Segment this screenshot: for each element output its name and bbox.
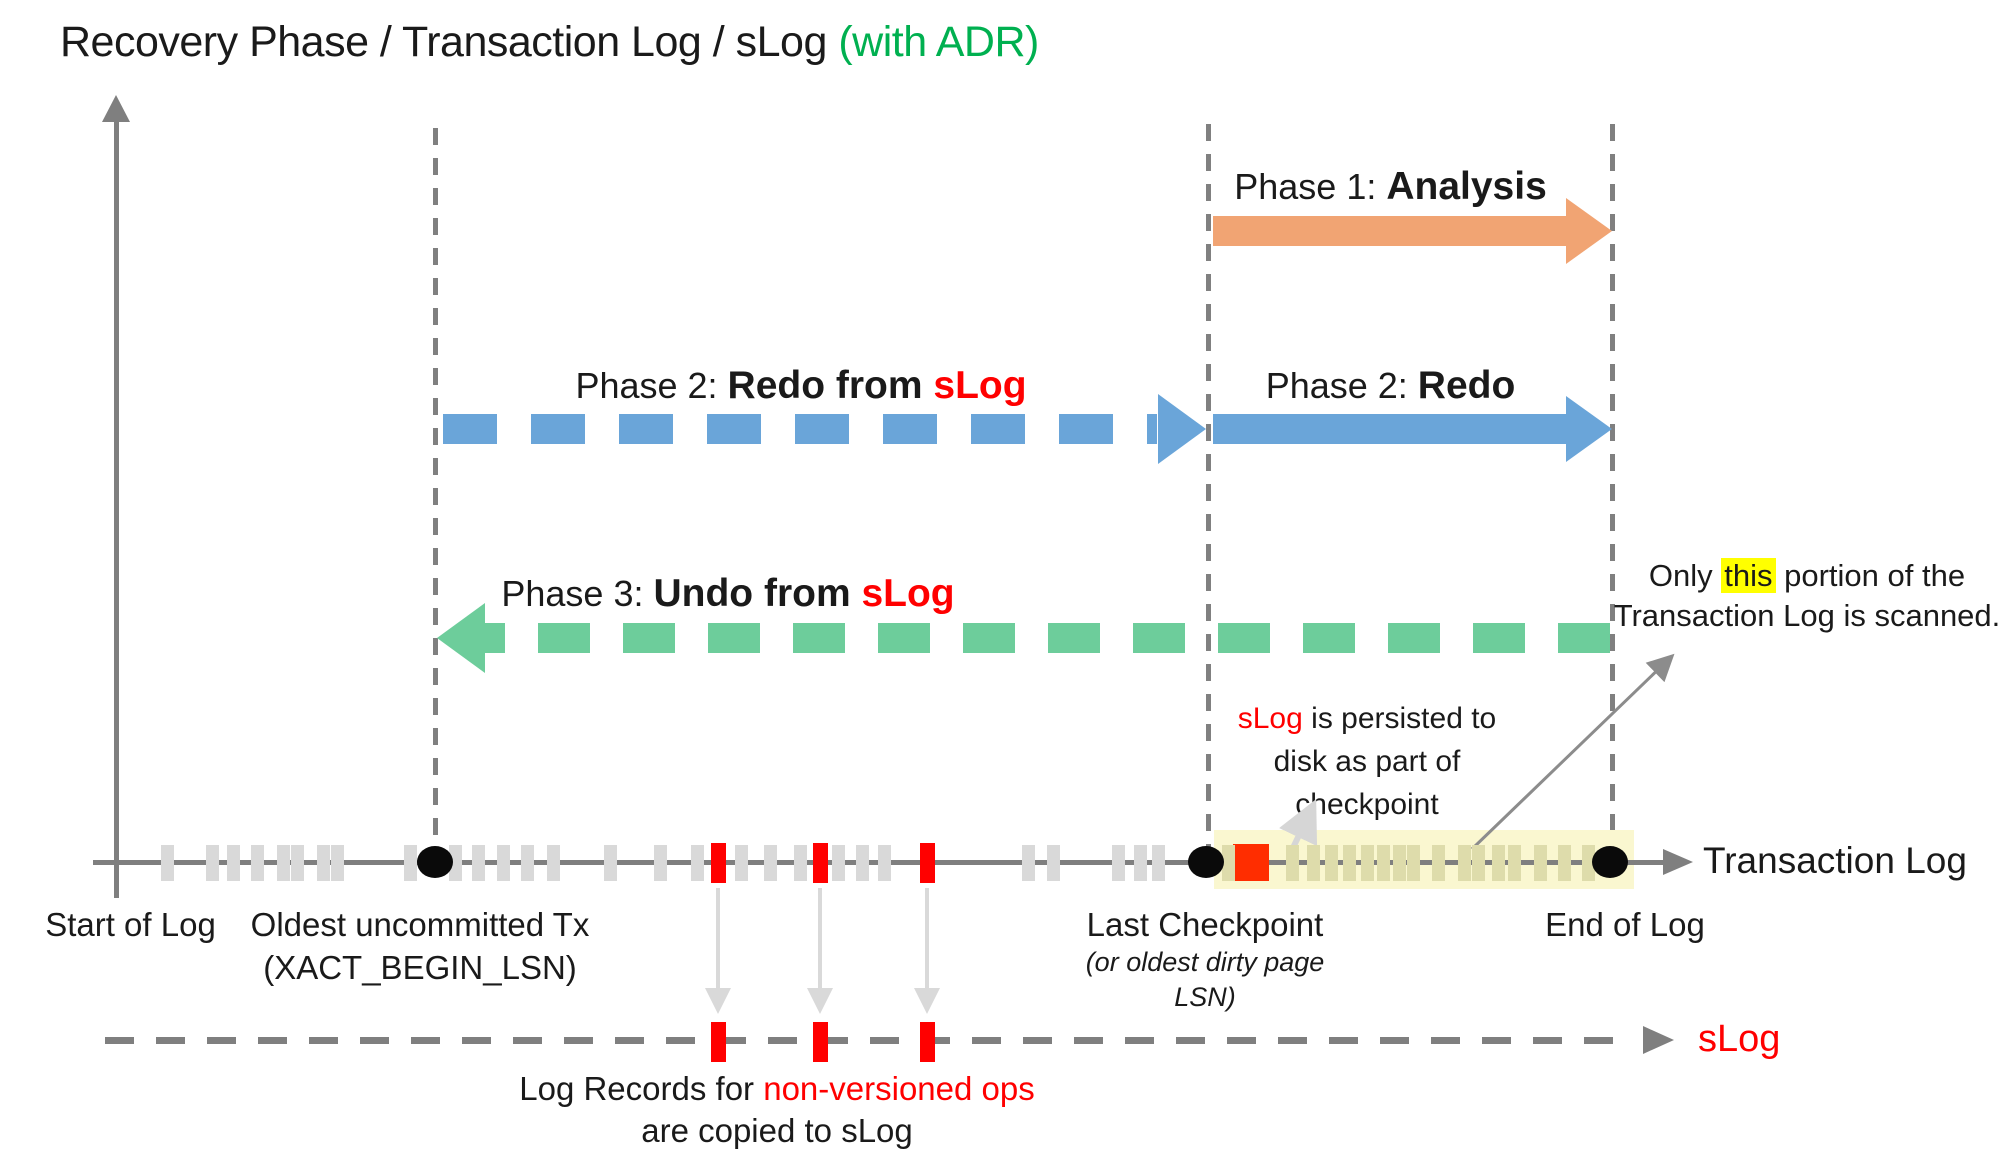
last-checkpoint-label: Last Checkpoint: [1086, 906, 1324, 943]
phase1-label: Phase 1: Analysis: [1234, 165, 1547, 208]
end-of-log-label: End of Log: [1545, 906, 1705, 943]
log-record-tick: [855, 845, 869, 881]
oldest-uncommitted-tx-label: Oldest uncommitted Tx (XACT_BEGIN_LSN): [250, 906, 590, 986]
phase2-slog-label: Phase 2: Redo from sLog: [575, 364, 1027, 407]
scanned-log-record-tick: [1221, 845, 1235, 881]
scanned-log-record-tick: [1507, 845, 1521, 881]
transaction-log-label: Transaction Log: [1703, 840, 1967, 881]
copy-note: Log Records for non-versioned ops are co…: [519, 1070, 1035, 1149]
scanned-log-record-tick: [1285, 845, 1299, 881]
phase2-slog-arrowhead-icon: [1158, 394, 1206, 464]
scanned-log-record-tick: [1581, 845, 1595, 881]
slog-checkpoint-marker: [1233, 844, 1269, 881]
scanned-log-record-tick: [1457, 845, 1471, 881]
scanned-log-record-tick: [1491, 845, 1505, 881]
phase3-arrowhead-icon: [437, 603, 485, 673]
scanned-log-record-tick: [1431, 845, 1445, 881]
log-record-tick: [1151, 845, 1165, 881]
log-record-tick: [276, 845, 290, 881]
scanned-log-record-tick: [1342, 845, 1356, 881]
log-record-tick: [793, 845, 807, 881]
log-record-tick: [763, 845, 777, 881]
log-record-tick: [1046, 845, 1060, 881]
log-record-tick: [520, 845, 534, 881]
scanned-log-record-tick: [1306, 845, 1320, 881]
scanned-log-record-tick: [1324, 845, 1338, 881]
last-checkpoint-dot: [1188, 846, 1224, 878]
nonversioned-op-tick: [919, 843, 935, 883]
copy-to-slog-arrowhead-icon: [807, 988, 833, 1014]
copy-to-slog-arrow: [716, 888, 720, 988]
phase1-arrowhead-icon: [1566, 198, 1612, 264]
phase2-arrowhead-icon: [1566, 396, 1612, 462]
log-record-tick: [330, 845, 344, 881]
log-record-tick: [496, 845, 510, 881]
slog-persist-note: sLog is persisted to disk as part of che…: [1237, 702, 1497, 821]
end-of-log-dot: [1592, 846, 1628, 878]
scan-note: Only this portion of the Transaction Log…: [1613, 558, 2001, 633]
copy-to-slog-arrow: [818, 888, 822, 988]
log-record-tick: [1133, 845, 1147, 881]
log-record-tick: [226, 845, 240, 881]
log-record-tick: [160, 845, 174, 881]
phase2-redo-arrow: [1213, 414, 1568, 444]
start-of-log-label: Start of Log: [45, 906, 216, 943]
highlighted-word: this: [1721, 558, 1776, 593]
slog-record-tick: [710, 1022, 726, 1062]
log-record-tick: [546, 845, 560, 881]
log-record-tick: [653, 845, 667, 881]
scanned-log-record-tick: [1471, 845, 1485, 881]
log-record-tick: [250, 845, 264, 881]
slog-record-tick: [919, 1022, 935, 1062]
copy-to-slog-arrow: [925, 888, 929, 988]
oldest-uncommitted-tx-dot: [417, 846, 453, 878]
phase1-analysis-arrow: [1213, 216, 1568, 246]
title-adr-accent: (with ADR): [838, 18, 1039, 66]
phase3-label: Phase 3: Undo from sLog: [501, 572, 955, 615]
title-main: Recovery Phase / Transaction Log / sLog: [60, 18, 839, 66]
last-checkpoint-sublabel: (or oldest dirty page LSN): [1085, 947, 1325, 1012]
log-record-tick: [877, 845, 891, 881]
log-record-tick: [403, 845, 417, 881]
vertical-axis: [114, 118, 119, 898]
transaction-log-arrowhead-icon: [1663, 849, 1693, 875]
slog-record-tick: [812, 1022, 828, 1062]
phase2-label: Phase 2: Redo: [1265, 364, 1516, 407]
slog-label: sLog: [1698, 1018, 1781, 1060]
slog-line: [105, 1037, 1635, 1044]
log-record-tick: [734, 845, 748, 881]
log-record-tick: [471, 845, 485, 881]
phase3-undo-from-slog-arrow: [485, 623, 1610, 653]
scanned-log-record-tick: [1557, 845, 1571, 881]
scanned-log-record-tick: [1376, 845, 1390, 881]
phase2-redo-from-slog-arrow: [443, 414, 1157, 444]
end-of-log-guide-line: [1610, 124, 1615, 857]
log-record-tick: [1111, 845, 1125, 881]
oldest-tx-guide-line: [433, 128, 438, 858]
log-record-tick: [831, 845, 845, 881]
log-record-tick: [205, 845, 219, 881]
axis-up-arrowhead-icon: [102, 95, 130, 122]
log-record-tick: [290, 845, 304, 881]
log-record-tick: [603, 845, 617, 881]
nonversioned-op-tick: [710, 843, 726, 883]
page-title: Recovery Phase / Transaction Log / sLog …: [60, 18, 1039, 67]
copy-to-slog-arrowhead-icon: [705, 988, 731, 1014]
scanned-log-record-tick: [1392, 845, 1406, 881]
scanned-log-record-tick: [1406, 845, 1420, 881]
nonversioned-op-tick: [812, 843, 828, 883]
scanned-log-record-tick: [1360, 845, 1374, 881]
slog-arrowhead-icon: [1643, 1026, 1674, 1054]
copy-to-slog-arrowhead-icon: [914, 988, 940, 1014]
log-record-tick: [1021, 845, 1035, 881]
scanned-log-record-tick: [1533, 845, 1547, 881]
last-checkpoint-guide-line: [1206, 124, 1211, 857]
log-record-tick: [448, 845, 462, 881]
log-record-tick: [316, 845, 330, 881]
log-record-tick: [690, 845, 704, 881]
